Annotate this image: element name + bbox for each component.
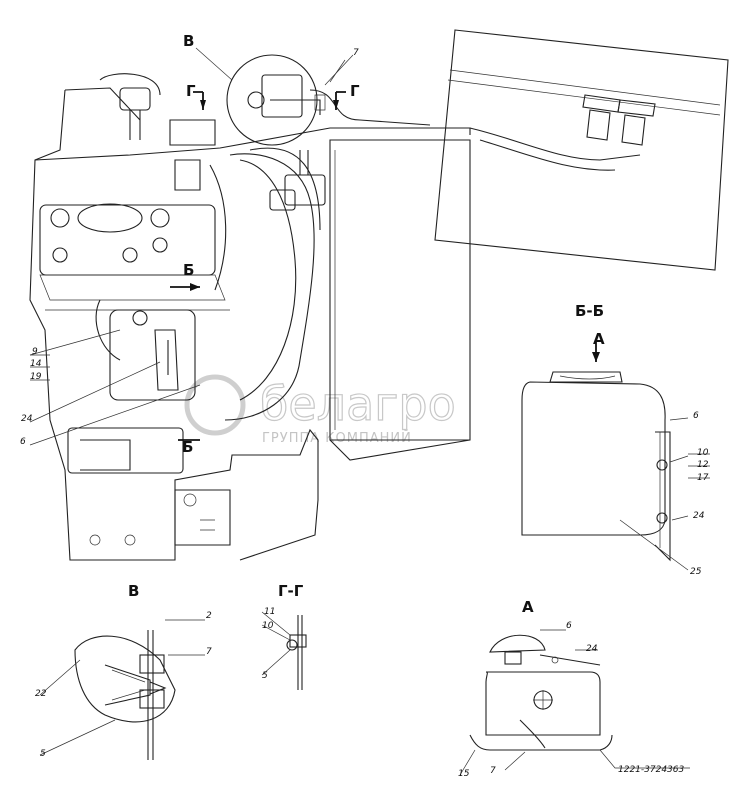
upper-right-fragment [434,29,729,271]
position-2-v: 2 [206,611,212,621]
position-17-bb: 17 [697,473,709,483]
position-14: 14 [30,359,42,369]
section-label-b-mid: Б [183,261,194,279]
watermark-brand: белагро [260,377,456,431]
position-22-v: 22 [35,689,47,699]
position-6-left: 6 [20,437,26,447]
position-9: 9 [32,347,38,357]
position-25: 25 [690,567,702,577]
section-label-gg: Г-Г [278,582,304,600]
position-24-left: 24 [21,414,33,424]
view-label-v-detail: В [128,582,139,600]
position-24-a: 24 [586,644,598,654]
position-12-bb: 12 [697,460,709,470]
section-label-b-low: Б [182,438,193,456]
position-7-top: 7 [353,48,359,58]
position-11-gg: 11 [264,607,275,617]
detail-v-view [39,619,205,760]
section-label-g-right: Г [350,82,360,100]
section-bb-view [521,340,710,571]
position-5-gg: 5 [262,671,268,681]
section-marks-main [170,47,346,441]
view-label-a-top: А [593,330,605,348]
position-15-a: 15 [458,769,470,779]
part-number: 1221-3724363 [618,765,685,775]
view-a-detail [459,629,690,776]
position-6-a: 6 [566,621,572,631]
section-label-bb: Б-Б [575,302,604,320]
position-7-a: 7 [490,766,496,776]
position-10-bb: 10 [697,448,709,458]
position-5-v: 5 [40,749,46,759]
position-24-bb: 24 [693,511,705,521]
section-gg-view [261,611,307,690]
view-label-v-top: В [183,32,194,50]
view-label-a-detail: А [522,598,534,616]
position-6-bb: 6 [693,411,699,421]
position-10-gg: 10 [262,621,274,631]
position-19: 19 [30,372,42,382]
watermark: белагро ГРУППА КОМПАНИЙ [184,374,456,446]
position-7-v: 7 [206,647,212,657]
watermark-group: ГРУППА КОМПАНИЙ [262,430,412,446]
section-label-g-left: Г [186,82,196,100]
main-assembly-view [29,54,471,561]
callouts-main [29,54,354,446]
